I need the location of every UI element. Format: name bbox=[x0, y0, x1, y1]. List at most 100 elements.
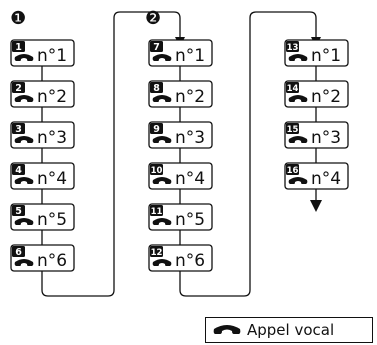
speed-dial-key: 6 n°6 bbox=[10, 244, 75, 272]
key-badge bbox=[286, 123, 299, 134]
speed-dial-key: 12 n°6 bbox=[148, 244, 213, 272]
key-badge bbox=[150, 164, 163, 175]
key-badge bbox=[286, 41, 299, 52]
phone-handset-icon bbox=[152, 259, 172, 266]
speed-dial-key: 5 n°5 bbox=[10, 203, 75, 231]
key-badge-number: 16 bbox=[287, 166, 299, 176]
speed-dial-key: 3 n°3 bbox=[10, 121, 75, 149]
phone-handset-icon bbox=[152, 218, 172, 225]
key-box bbox=[148, 203, 213, 231]
phone-handset-icon bbox=[288, 54, 308, 61]
key-label: n°2 bbox=[311, 87, 341, 107]
connector-2-to-3 bbox=[179, 11, 317, 297]
phone-handset-icon bbox=[213, 325, 241, 334]
phone-handset-icon bbox=[288, 136, 308, 143]
key-label: n°4 bbox=[311, 169, 341, 189]
phone-handset-icon bbox=[152, 177, 172, 184]
key-box bbox=[10, 162, 75, 190]
key-badge bbox=[150, 246, 163, 257]
key-box bbox=[148, 162, 213, 190]
key-badge-number: 7 bbox=[153, 42, 160, 53]
phone-handset-icon bbox=[14, 218, 34, 225]
key-label: n°1 bbox=[37, 46, 67, 66]
key-badge-number: 1 bbox=[15, 42, 22, 53]
key-badge-number: 12 bbox=[151, 248, 163, 258]
key-box bbox=[148, 121, 213, 149]
key-badge-number: 14 bbox=[287, 84, 299, 94]
key-label: n°3 bbox=[175, 128, 205, 148]
key-label: n°6 bbox=[175, 251, 205, 271]
key-badge bbox=[286, 164, 299, 175]
key-label: n°4 bbox=[175, 169, 205, 189]
speed-dial-key: 10 n°4 bbox=[148, 162, 213, 190]
phone-handset-icon bbox=[14, 136, 34, 143]
phone-handset-icon bbox=[288, 95, 308, 102]
phone-handset-icon bbox=[152, 95, 172, 102]
key-badge bbox=[12, 41, 25, 52]
key-label: n°2 bbox=[37, 87, 67, 107]
key-label: n°2 bbox=[175, 87, 205, 107]
phone-handset-icon bbox=[152, 54, 172, 61]
key-badge bbox=[286, 82, 299, 93]
key-badge bbox=[12, 246, 25, 257]
key-label: n°6 bbox=[37, 251, 67, 271]
key-badge-number: 13 bbox=[287, 43, 299, 53]
speed-dial-key: 4 n°4 bbox=[10, 162, 75, 190]
phone-handset-icon bbox=[14, 54, 34, 61]
key-badge bbox=[150, 41, 163, 52]
speed-dial-key: 8 n°2 bbox=[148, 80, 213, 108]
key-badge bbox=[12, 205, 25, 216]
key-box bbox=[284, 121, 349, 149]
phone-handset-icon bbox=[14, 177, 34, 184]
key-box bbox=[284, 80, 349, 108]
key-label: n°3 bbox=[311, 128, 341, 148]
phone-handset-icon bbox=[14, 259, 34, 266]
key-box bbox=[284, 39, 349, 67]
key-badge bbox=[12, 82, 25, 93]
phone-handset-icon bbox=[288, 177, 308, 184]
key-badge bbox=[150, 205, 163, 216]
key-badge-number: 4 bbox=[15, 165, 22, 176]
key-badge-number: 5 bbox=[15, 206, 22, 217]
key-badge bbox=[12, 123, 25, 134]
key-box bbox=[148, 80, 213, 108]
phone-handset-icon bbox=[14, 95, 34, 102]
key-label: n°5 bbox=[37, 210, 67, 230]
key-box bbox=[148, 244, 213, 272]
key-badge bbox=[150, 82, 163, 93]
speed-dial-key: 2 n°2 bbox=[10, 80, 75, 108]
connector-1-to-2 bbox=[41, 11, 181, 297]
key-label: n°4 bbox=[37, 169, 67, 189]
phone-handset-icon bbox=[152, 136, 172, 143]
key-badge-number: 9 bbox=[153, 124, 160, 135]
key-badge-number: 2 bbox=[15, 83, 22, 94]
key-box bbox=[10, 203, 75, 231]
key-badge-number: 10 bbox=[151, 166, 163, 176]
key-badge-number: 8 bbox=[153, 83, 160, 94]
speed-dial-key: 11 n°5 bbox=[148, 203, 213, 231]
key-badge-number: 3 bbox=[15, 124, 22, 135]
speed-dial-key: 9 n°3 bbox=[148, 121, 213, 149]
step-marker-2: ❷ bbox=[145, 8, 161, 29]
key-box bbox=[284, 162, 349, 190]
key-label: n°3 bbox=[37, 128, 67, 148]
key-label: n°5 bbox=[175, 210, 205, 230]
speed-dial-key: 1 n°1 bbox=[10, 39, 75, 67]
key-box bbox=[10, 80, 75, 108]
key-badge-number: 6 bbox=[15, 247, 22, 258]
key-box bbox=[10, 121, 75, 149]
step-marker-1: ❶ bbox=[10, 8, 26, 29]
key-box bbox=[10, 244, 75, 272]
legend-label: Appel vocal bbox=[247, 321, 335, 339]
key-badge bbox=[150, 123, 163, 134]
arrow-down-icon bbox=[310, 200, 322, 212]
key-badge-number: 15 bbox=[287, 125, 299, 135]
legend-box: Appel vocal bbox=[205, 317, 373, 343]
key-box bbox=[148, 39, 213, 67]
speed-dial-key: 14 n°2 bbox=[284, 80, 349, 108]
key-badge-number: 11 bbox=[151, 207, 163, 217]
